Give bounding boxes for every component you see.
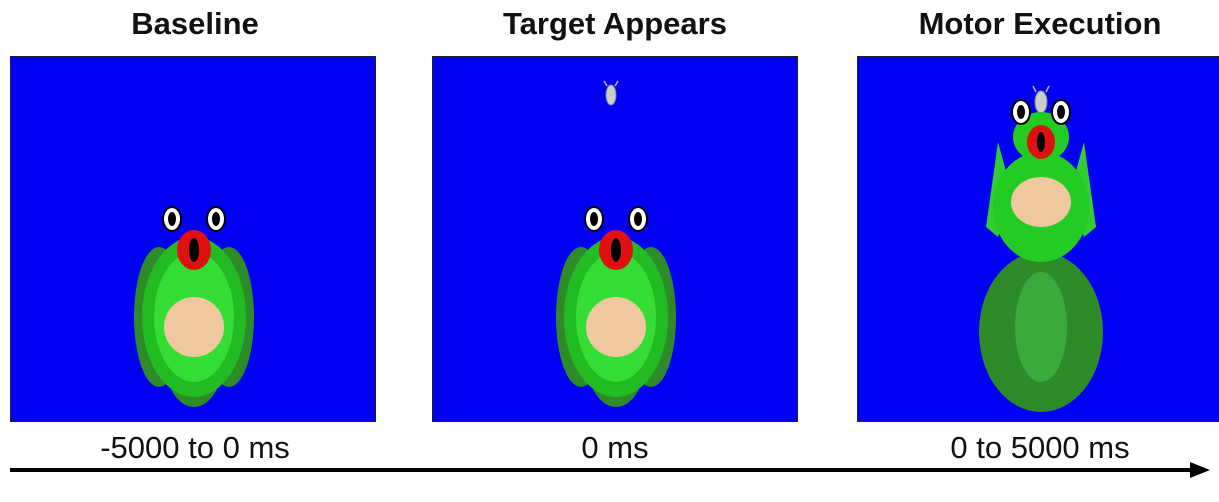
- panel-target-appears: [432, 56, 798, 422]
- frog-icon: [556, 80, 676, 407]
- panel-title-baseline: Baseline: [131, 6, 259, 41]
- timeline-arrow-icon: [10, 458, 1210, 482]
- panel-title-motor: Motor Execution: [918, 6, 1162, 41]
- panel-time-target: 0 ms: [581, 430, 649, 465]
- frog-icon: [979, 85, 1103, 412]
- panel-baseline: [10, 56, 376, 422]
- bug-icon: [603, 80, 619, 106]
- frog-icon: [134, 206, 254, 407]
- panel-time-baseline: -5000 to 0 ms: [100, 430, 290, 465]
- panel-time-motor: 0 to 5000 ms: [950, 430, 1130, 465]
- bug-icon: [1032, 85, 1050, 114]
- panel-motor-execution: [857, 56, 1219, 422]
- panel-title-target: Target Appears: [503, 6, 727, 41]
